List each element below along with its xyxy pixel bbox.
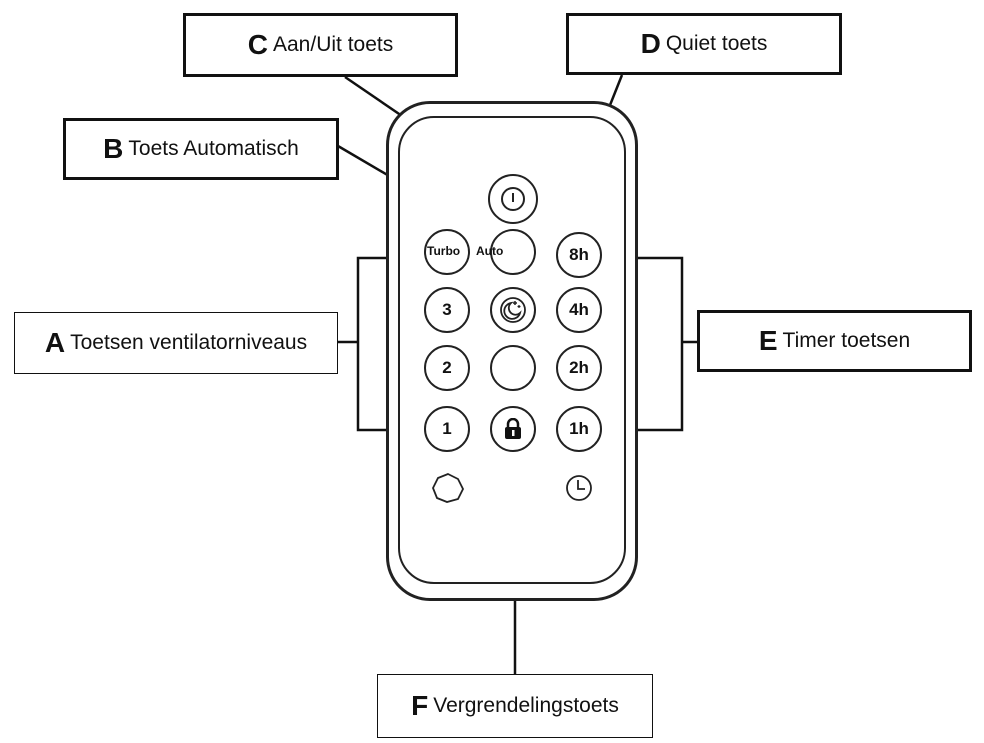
fan-level-3-label: 3	[442, 300, 452, 319]
callout-b-auto: B Toets Automatisch	[63, 118, 339, 180]
fan-level-1-button[interactable]: 1	[424, 406, 470, 452]
timer-2h-label: 2h	[569, 358, 589, 377]
timer-4h-button[interactable]: 4h	[556, 287, 602, 333]
callout-f-lock: F Vergrendelingstoets	[377, 674, 653, 738]
fan-level-2-label: 2	[442, 358, 452, 377]
callout-e-letter: E	[758, 325, 778, 356]
callout-d-quiet: D Quiet toets	[566, 13, 842, 75]
turbo-label: Turbo	[427, 244, 461, 258]
callout-a-text: Toetsen ventilatorniveaus	[70, 331, 308, 354]
callout-f-letter: F	[411, 690, 429, 721]
power-button[interactable]	[488, 174, 538, 224]
callout-c-letter: C	[247, 29, 268, 60]
clock-icon	[566, 475, 592, 501]
timer-8h-button[interactable]: 8h	[556, 232, 602, 278]
callout-b-letter: B	[103, 133, 124, 164]
callout-a-fan-levels: A Toetsen ventilatorniveaus	[14, 312, 338, 374]
callout-d-text: Quiet toets	[665, 32, 768, 55]
lock-button[interactable]	[490, 406, 536, 452]
moon-stars-icon	[500, 297, 526, 323]
timer-1h-button[interactable]: 1h	[556, 406, 602, 452]
blank-button[interactable]	[490, 345, 536, 391]
callout-a-letter: A	[44, 327, 66, 358]
quiet-button[interactable]	[490, 287, 536, 333]
timer-4h-label: 4h	[569, 300, 589, 319]
fan-level-3-button[interactable]: 3	[424, 287, 470, 333]
callout-c-power: C Aan/Uit toets	[183, 13, 458, 77]
turbo-button[interactable]	[424, 229, 470, 275]
lock-icon	[505, 418, 521, 439]
callout-e-text: Timer toetsen	[782, 329, 911, 352]
fan-level-2-button[interactable]: 2	[424, 345, 470, 391]
auto-button[interactable]	[490, 229, 536, 275]
timer-1h-label: 1h	[569, 419, 589, 438]
timer-8h-label: 8h	[569, 245, 589, 264]
remote-control-inner-outline	[398, 116, 626, 584]
callout-c-text: Aan/Uit toets	[273, 33, 394, 56]
leader-bracket-e	[605, 256, 698, 432]
callout-f-text: Vergrendelingstoets	[433, 694, 619, 717]
auto-label: Auto	[476, 244, 504, 258]
timer-2h-button[interactable]: 2h	[556, 345, 602, 391]
callout-e-timers: E Timer toetsen	[697, 310, 972, 372]
callout-d-letter: D	[640, 28, 661, 59]
fan-level-1-label: 1	[442, 419, 452, 438]
fan-icon	[432, 473, 465, 503]
callout-b-text: Toets Automatisch	[128, 137, 299, 160]
power-icon	[501, 187, 525, 211]
